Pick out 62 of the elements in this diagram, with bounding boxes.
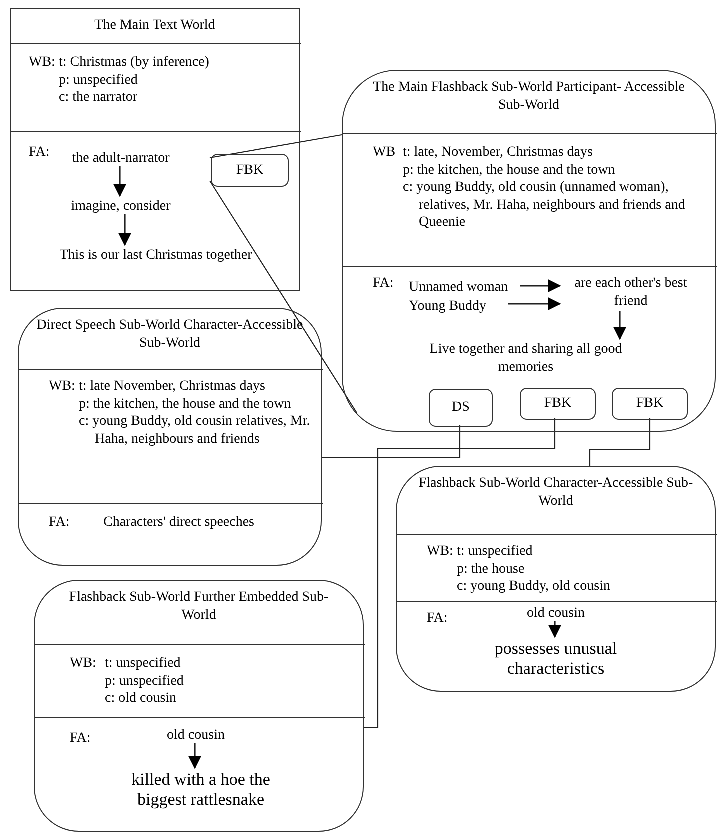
world-panel (396, 466, 716, 692)
connector-line (209, 134, 358, 414)
world-panel (18, 308, 322, 566)
world-building-text: Characters' direct speeches (102, 514, 256, 532)
flow-text: old cousin (501, 605, 611, 623)
flow-text: Live together and sharing all good memories (411, 341, 641, 377)
world-building-text: t: unspecified (457, 543, 534, 560)
world-building-text: t: unspecified (105, 655, 182, 672)
world-building-text: t: late November, Christmas days (79, 378, 266, 396)
world-title: Flashback Sub-World Further Embedded Sub-World (68, 589, 330, 624)
connector-line (364, 418, 556, 729)
world-building-text: t: Christmas (by inference) (59, 54, 210, 72)
world-building-text: c: young Buddy, old cousin relatives, Mr. Haha, neighbours and friends (79, 413, 312, 448)
arrow (508, 298, 562, 310)
arrow (118, 214, 132, 246)
section-label: FA: (427, 610, 448, 628)
world-building-text: c: the narrator (59, 89, 139, 106)
world-title: The Main Flashback Sub-World Participant- Accessible Sub-World (372, 79, 686, 114)
section-label: FA: (29, 144, 50, 162)
flow-text: old cousin (141, 727, 251, 745)
section-label: FA: (373, 275, 394, 292)
flow-text: Young Buddy (409, 298, 509, 315)
arrow (520, 280, 562, 292)
world-building-text: p: unspecified (59, 72, 139, 89)
section-label: WB (373, 144, 396, 162)
world-panel (34, 580, 364, 832)
arrow (188, 743, 202, 770)
world-tag: FBK (520, 388, 596, 420)
section-label: WB: (427, 543, 454, 560)
section-label: WB: (29, 54, 56, 72)
connector-line (589, 418, 651, 466)
world-tag: DS (429, 389, 493, 427)
world-building-text: p: unspecified (105, 672, 185, 690)
world-title: The Main Text World (94, 17, 216, 34)
flow-text: possesses unusual characteristics (456, 639, 656, 683)
arrow (548, 621, 562, 638)
world-building-text: t: late, November, Christmas days (403, 144, 594, 162)
arrow (614, 311, 626, 340)
world-panel (10, 8, 300, 291)
world-building-text: p: the kitchen, the house and the town (79, 396, 292, 413)
world-building-text: p: the kitchen, the house and the town (403, 162, 616, 179)
world-tag: FBK (211, 154, 289, 187)
section-label: FA: (70, 730, 91, 748)
section-label: WB: (49, 378, 76, 396)
world-building-text: c: old cousin (105, 690, 178, 708)
world-building-text: c: young Buddy, old cousin (457, 578, 612, 596)
flow-text: This is our last Christmas together (21, 247, 291, 265)
world-title: Direct Speech Sub-World Character-Accessible Sub-World (36, 317, 304, 352)
connector-line (322, 425, 461, 459)
world-panel (342, 70, 716, 432)
world-building-text: c: young Buddy, old cousin (unnamed woman), relatives, Mr. Haha, neighbours and friends and Queenie (403, 179, 686, 232)
flow-text: Unnamed woman (409, 279, 521, 296)
flow-text: are each other's best friend (561, 275, 701, 313)
flow-text: imagine, consider (56, 198, 186, 216)
flow-text: the adult-narrator (56, 150, 186, 168)
section-label: FA: (49, 514, 70, 532)
arrow (114, 166, 126, 198)
flow-text: killed with a hoe the biggest rattlesnake (106, 770, 296, 816)
world-title: Flashback Sub-World Character-Accessible Sub-World (418, 475, 694, 510)
section-label: WB: (70, 655, 96, 672)
world-building-text: p: the house (457, 560, 526, 578)
world-tag: FBK (612, 388, 688, 420)
